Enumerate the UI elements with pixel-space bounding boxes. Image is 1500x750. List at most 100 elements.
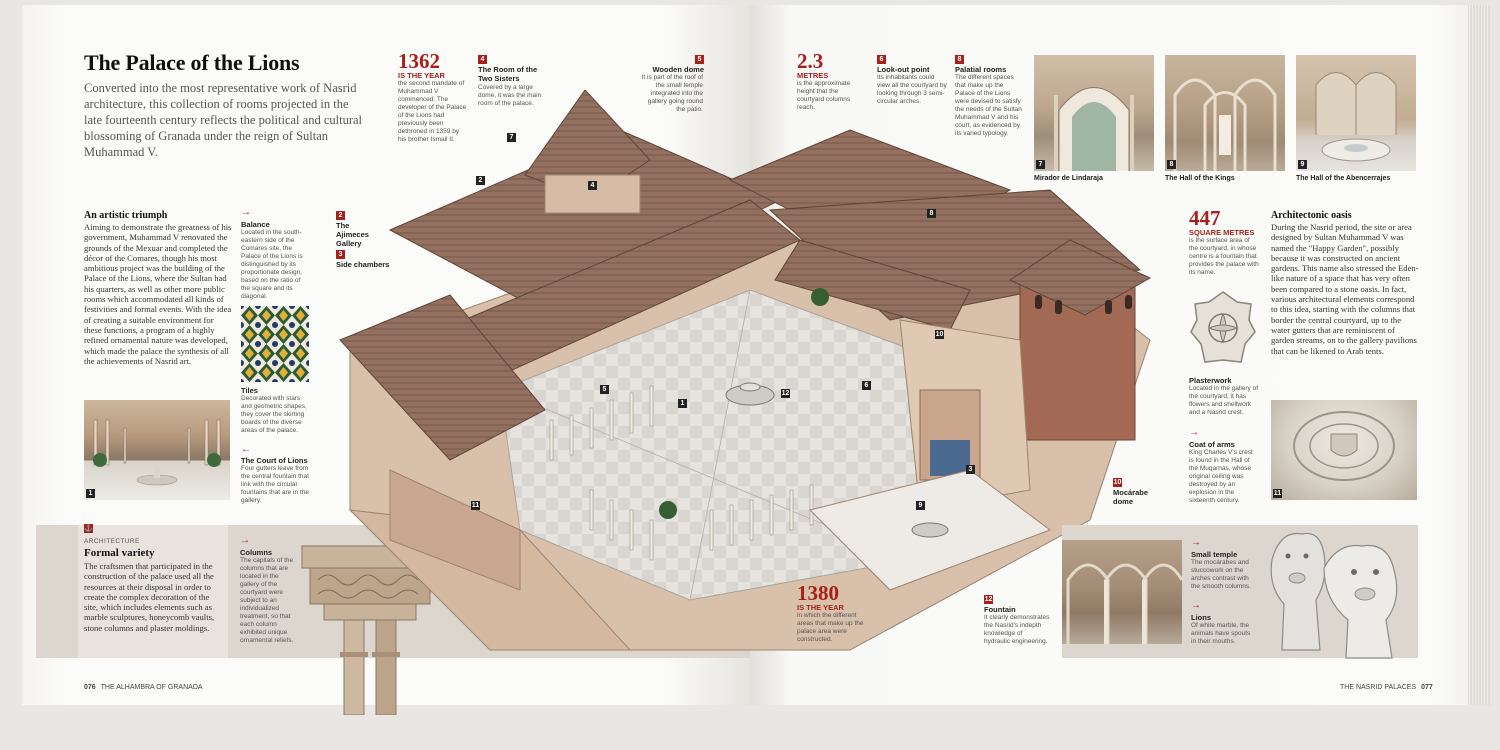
lookout-title: Look-out point bbox=[877, 65, 930, 74]
columns-title: Columns bbox=[240, 548, 273, 557]
marker-11: 11 bbox=[471, 501, 480, 510]
stat-1362-label: IS THE YEAR bbox=[398, 71, 445, 80]
right-folio: THE NASRID PALACES 077 bbox=[1340, 684, 1433, 691]
court-body: Four gutters leave from the central foun… bbox=[241, 465, 309, 504]
stat-metres-label: METRES bbox=[797, 71, 829, 80]
left-running-head: THE ALHAMBRA OF GRANADA bbox=[100, 684, 203, 691]
ajimeces-title: The Ajimeces Gallery bbox=[336, 221, 369, 248]
small-temple-photo bbox=[1062, 540, 1182, 644]
lookout-number: 6 bbox=[877, 55, 886, 64]
photo-abencerrajes: 9 bbox=[1296, 55, 1416, 171]
architecture-icon: ⚓ bbox=[84, 524, 93, 533]
plasterwork-title: Plasterwork bbox=[1189, 376, 1232, 385]
columns-body: The capitals of the columns that are loc… bbox=[240, 557, 294, 644]
architecture-kicker: ARCHITECTURE bbox=[84, 538, 140, 545]
photo-number-badge: 9 bbox=[1298, 160, 1307, 169]
stat-447-number: 447 bbox=[1189, 206, 1221, 230]
lion-sculpture-image bbox=[1262, 520, 1422, 660]
stat-metres-body: is the approximate height that the court… bbox=[797, 80, 851, 111]
arrow-icon: ← bbox=[241, 444, 251, 455]
palatial-number: 8 bbox=[955, 55, 964, 64]
sisters-body: Covered by a large dome, it was the main… bbox=[478, 84, 542, 107]
small-temple-body: The mocárabes and stuccowork on the arch… bbox=[1191, 559, 1251, 590]
sisters-number: 4 bbox=[478, 55, 487, 64]
photo-number-badge: 11 bbox=[1273, 489, 1282, 498]
marker-4: 4 bbox=[588, 181, 597, 190]
marker-1: 1 bbox=[678, 399, 687, 408]
wooden-dome-body: It is part of the roof of the small temp… bbox=[641, 74, 703, 113]
arrow-icon: → bbox=[240, 535, 250, 546]
palace-cutaway-illustration bbox=[330, 89, 1170, 665]
marker-3: 3 bbox=[966, 465, 975, 474]
marker-7: 7 bbox=[507, 133, 516, 142]
stat-447-label: SQUARE METRES bbox=[1189, 228, 1255, 237]
photo-mirador-caption: Mirador de Lindaraja bbox=[1034, 175, 1103, 182]
stat-1380-label: IS THE YEAR bbox=[797, 603, 844, 612]
lookout-body: Its inhabitants could view all the court… bbox=[877, 74, 947, 105]
architecture-sidebar bbox=[78, 525, 228, 658]
architecture-body: The craftsmen that participated in the c… bbox=[84, 561, 215, 633]
stat-447-body: is the surface area of the courtyard, in… bbox=[1189, 237, 1259, 276]
triumph-body: Aiming to demonstrate the greatness of h… bbox=[84, 222, 232, 366]
triumph-heading: An artistic triumph bbox=[84, 210, 168, 221]
arrow-icon: → bbox=[1189, 427, 1199, 438]
mocarabe-number: 10 bbox=[1113, 478, 1122, 487]
tiles-title: Tiles bbox=[241, 386, 258, 395]
fountain-title: Fountain bbox=[984, 605, 1016, 614]
stat-1380-number: 1380 bbox=[797, 581, 839, 605]
fountain-number: 12 bbox=[984, 595, 993, 604]
photo-hall-kings: 8 bbox=[1165, 55, 1285, 171]
court-of-lions-photo: 1 bbox=[84, 400, 230, 500]
marker-8: 8 bbox=[927, 209, 936, 218]
marker-5: 5 bbox=[600, 385, 609, 394]
left-folio: 076 THE ALHAMBRA OF GRANADA bbox=[84, 684, 203, 691]
fountain-body: It clearly demonstrates the Nasrid's ind… bbox=[984, 614, 1050, 645]
court-title: The Court of Lions bbox=[241, 456, 308, 465]
palatial-body: The different spaces that make up the Pa… bbox=[955, 74, 1022, 137]
photo-mirador: 7 bbox=[1034, 55, 1154, 171]
plasterwork-body: Located in the gallery of the courtyard,… bbox=[1189, 385, 1259, 416]
page-stack-edge bbox=[1468, 5, 1490, 705]
coat-of-arms-title: Coat of arms bbox=[1189, 440, 1235, 449]
plasterwork-image bbox=[1189, 290, 1257, 372]
photo-abencerrajes-caption: The Hall of the Abencerrajes bbox=[1296, 175, 1391, 182]
arrow-icon: → bbox=[1191, 600, 1201, 611]
marker-9: 9 bbox=[916, 501, 925, 510]
balance-body: Located in the south-eastern side of the… bbox=[241, 229, 303, 300]
photo-number-badge: 8 bbox=[1167, 160, 1176, 169]
lions-body: Of white marble, the animals have spouts… bbox=[1191, 622, 1251, 645]
oasis-body: During the Nasrid period, the site or ar… bbox=[1271, 222, 1419, 356]
oasis-heading: Architectonic oasis bbox=[1271, 210, 1352, 221]
ajimeces-number: 2 bbox=[336, 211, 345, 220]
side-chambers-title: Side chambers bbox=[336, 260, 390, 269]
tiles-body: Decorated with stars and geometric shape… bbox=[241, 395, 307, 434]
side-chambers-number: 3 bbox=[336, 250, 345, 259]
stat-metres-number: 2.3 bbox=[797, 49, 824, 73]
small-temple-title: Small temple bbox=[1191, 550, 1238, 559]
page-title: The Palace of the Lions bbox=[84, 50, 300, 75]
marker-10: 10 bbox=[935, 330, 944, 339]
coat-of-arms-photo: 11 bbox=[1271, 400, 1417, 500]
right-running-head: THE NASRID PALACES bbox=[1340, 684, 1417, 691]
wooden-dome-number: 5 bbox=[695, 55, 704, 64]
photo-number-badge: 1 bbox=[86, 489, 95, 498]
marker-12: 12 bbox=[781, 389, 790, 398]
stat-1362-body: the second mandate of Muhammad V commenc… bbox=[398, 80, 467, 143]
architecture-heading: Formal variety bbox=[84, 547, 155, 559]
arrow-icon: → bbox=[241, 207, 251, 218]
lions-title: Lions bbox=[1191, 613, 1211, 622]
left-page-number: 076 bbox=[84, 684, 96, 691]
stat-1362-number: 1362 bbox=[398, 49, 440, 73]
balance-title: Balance bbox=[241, 220, 270, 229]
marker-2: 2 bbox=[476, 176, 485, 185]
coat-of-arms-body: King Charles V's crest is found in the H… bbox=[1189, 449, 1253, 504]
photo-hall-kings-caption: The Hall of the Kings bbox=[1165, 175, 1235, 182]
photo-number-badge: 7 bbox=[1036, 160, 1045, 169]
mocarabe-title: Mocárabe dome bbox=[1113, 488, 1149, 506]
right-page-number: 077 bbox=[1421, 684, 1433, 691]
tile-pattern-image bbox=[241, 306, 309, 382]
wooden-dome-title: Wooden dome bbox=[652, 65, 704, 74]
stat-1380-body: in which the different areas that make u… bbox=[797, 612, 864, 643]
arrow-icon: → bbox=[1191, 537, 1201, 548]
